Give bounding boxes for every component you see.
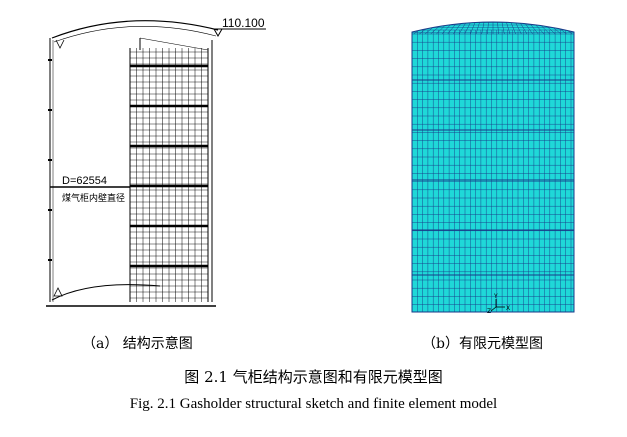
axis-triad: Y Z X [487,293,510,315]
roof-inner [53,26,217,43]
caption-b: （b）有限元模型图 [422,336,543,352]
caption-a: （a） 结构示意图 [82,336,193,352]
guide-frame [129,37,209,302]
wall-ticks [48,59,52,261]
diameter-note: 煤气柜内壁直径 [62,192,125,204]
axis-label-x: X [506,305,510,312]
figure-caption-cn: 图 2.1 气柜结构示意图和有限元模型图 [184,368,443,386]
axis-label-y: Y [493,293,498,300]
finite-element-model: Y Z X [411,21,575,315]
diameter-label: D=62554 [62,175,107,187]
roof-dome [51,20,219,39]
fea-dome-mesh [412,22,574,35]
figure-caption-en: Fig. 2.1 Gasholder structural sketch and… [129,396,498,412]
fea-mesh [412,30,574,312]
axis-label-z: Z [487,308,491,315]
piston-bottom [51,284,161,301]
elevation-label: 110.100 [222,16,265,30]
elevation-triangle [213,28,223,38]
structural-sketch: 110.100 D=62554 煤气柜内壁直径 [46,16,266,307]
